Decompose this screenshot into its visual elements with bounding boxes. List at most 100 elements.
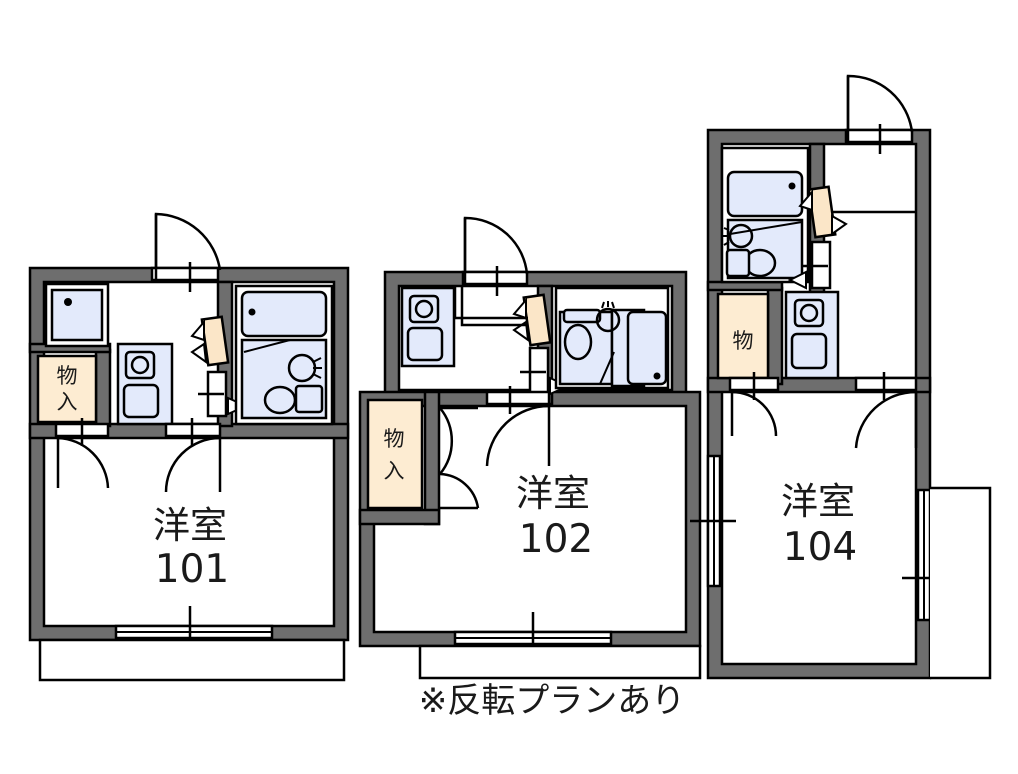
unit-101-front-door-swing [154,212,222,271]
unit-104-kitchen-sink [790,332,828,370]
unit-101-kitchen-sink [122,383,160,419]
unit-101-closet: 物 入 [36,354,98,424]
unit-101-closet-door-swing [57,436,110,489]
unit-102-interior-doors [439,386,551,510]
unit-102-toilet-tank [562,308,602,324]
unit-101-front-door [150,212,222,292]
unit-101-closet-label-1: 物 [57,364,78,388]
unit-101-washroom-unit [44,282,110,348]
unit-104-toilet-tank [725,248,751,278]
unit-102-closet-box [366,398,424,510]
unit-101-room-door-swing [164,436,221,493]
unit-104-interior-doors [728,372,918,449]
unit-101-lavatory-faucet [312,357,322,379]
unit-104-right-window [902,486,992,680]
unit-102-bathroom [554,286,670,390]
unit-101-entrance-door [190,315,249,418]
unit-102-balcony-slab [418,644,702,680]
unit-101-washbasin [50,288,104,342]
unit-102-front-door-frame [461,270,529,286]
unit-102-kitchen [400,286,456,368]
unit-104-front-door-swing [846,74,914,133]
unit-102-closet-label-2: 入 [384,459,405,483]
unit-104-room-door-swing [854,390,917,449]
unit-104-entrance-door [787,185,916,290]
unit-104-closet-door-swing [731,390,778,437]
unit-104-bathtub-drain [788,182,796,190]
unit-104-door-leaf [807,185,837,239]
unit-101-room-label: 洋室 [153,504,227,547]
unit-101-door-arrow-down [190,342,208,365]
unit-104-lavatory-basin [728,223,754,249]
unit-102-front-door [461,216,529,296]
unit-104-balcony-slab [930,486,992,680]
unit-101-interior-doors [54,418,222,493]
unit-104-entry-arrow [787,270,807,290]
unit-101-bathtub-drain [248,308,256,316]
unit-102-toilet-bowl [563,323,593,361]
unit-102-closet: 物 入 [366,398,424,510]
unit-101-stove-burner [130,355,150,375]
unit-101-door-leaf [200,315,230,367]
unit-102-kitchen-sink [406,326,444,362]
unit-102-hall-line-b [460,286,528,327]
unit-104-room-label: 洋室 [781,480,855,523]
unit-104-closet: 物 [716,292,770,380]
unit-104-partition-closet [766,286,784,386]
unit-102: 物 入 洋室 102 [358,216,702,680]
unit-104: 物 洋室 104 [690,74,992,680]
plan-caption: ※反転プランあり [419,681,686,721]
unit-102-room-label: 洋室 [516,472,590,515]
unit-104-front-door [844,74,914,154]
unit-101-bathroom [234,284,334,426]
unit-102-door-leaf [522,293,552,347]
unit-101-bathtub [240,290,328,338]
unit-104-left-window [690,454,736,588]
unit-101-front-door-frame [150,266,220,282]
unit-101-room-number: 101 [155,547,229,592]
unit-104-door-arrow-up [798,189,813,212]
unit-104-room-number: 104 [783,525,857,570]
unit-102-room-door-swing [485,404,550,467]
unit-101: 物 入 [28,212,350,682]
unit-102-room-door-frame [485,390,551,406]
unit-102-closet-bottom [358,508,441,526]
unit-104-bathroom [720,146,810,284]
unit-101-door-arrow-up [190,319,205,342]
unit-104-lavatory-faucet [722,227,730,246]
unit-101-toilet-tank [294,384,324,414]
unit-101-closet-box [36,354,98,424]
unit-104-kitchen [784,290,840,380]
unit-102-bath-edge [599,351,615,385]
unit-102-balcony [418,612,702,680]
unit-102-bathtub [626,310,668,386]
unit-102-closet-door-swing-b [439,472,480,509]
unit-104-door-arrow-down [831,214,848,236]
unit-101-balcony-slab [38,638,346,682]
unit-102-closet-label-1: 物 [384,427,405,451]
unit-102-bathtub-drain [653,372,661,380]
unit-101-balcony [38,606,346,682]
unit-104-room-door-frame [854,376,918,392]
unit-104-stove-burner [799,303,819,323]
unit-102-lower-interior [372,404,688,634]
unit-104-bathtub [726,170,804,218]
unit-101-kitchen [116,342,174,426]
unit-102-room-number: 102 [519,517,593,562]
unit-102-front-door-swing [463,216,529,275]
unit-101-partition-closet [94,348,112,428]
unit-102-door-arrow-up [512,297,527,320]
unit-102-lavatory-faucet [601,301,615,309]
unit-101-bath-edge [243,339,291,353]
unit-102-stove-burner [414,299,434,319]
unit-102-lavatory-basin [595,307,621,333]
unit-101-toilet-bowl [263,385,297,415]
unit-101-closet-label-2: 入 [57,390,78,414]
unit-102-closet-door-swing-a [439,407,454,475]
unit-102-hall-line-a [453,286,528,320]
unit-104-bath-edge [729,221,803,235]
unit-104-closet-label: 物 [733,329,754,353]
unit-101-washbasin-drain [64,298,72,306]
